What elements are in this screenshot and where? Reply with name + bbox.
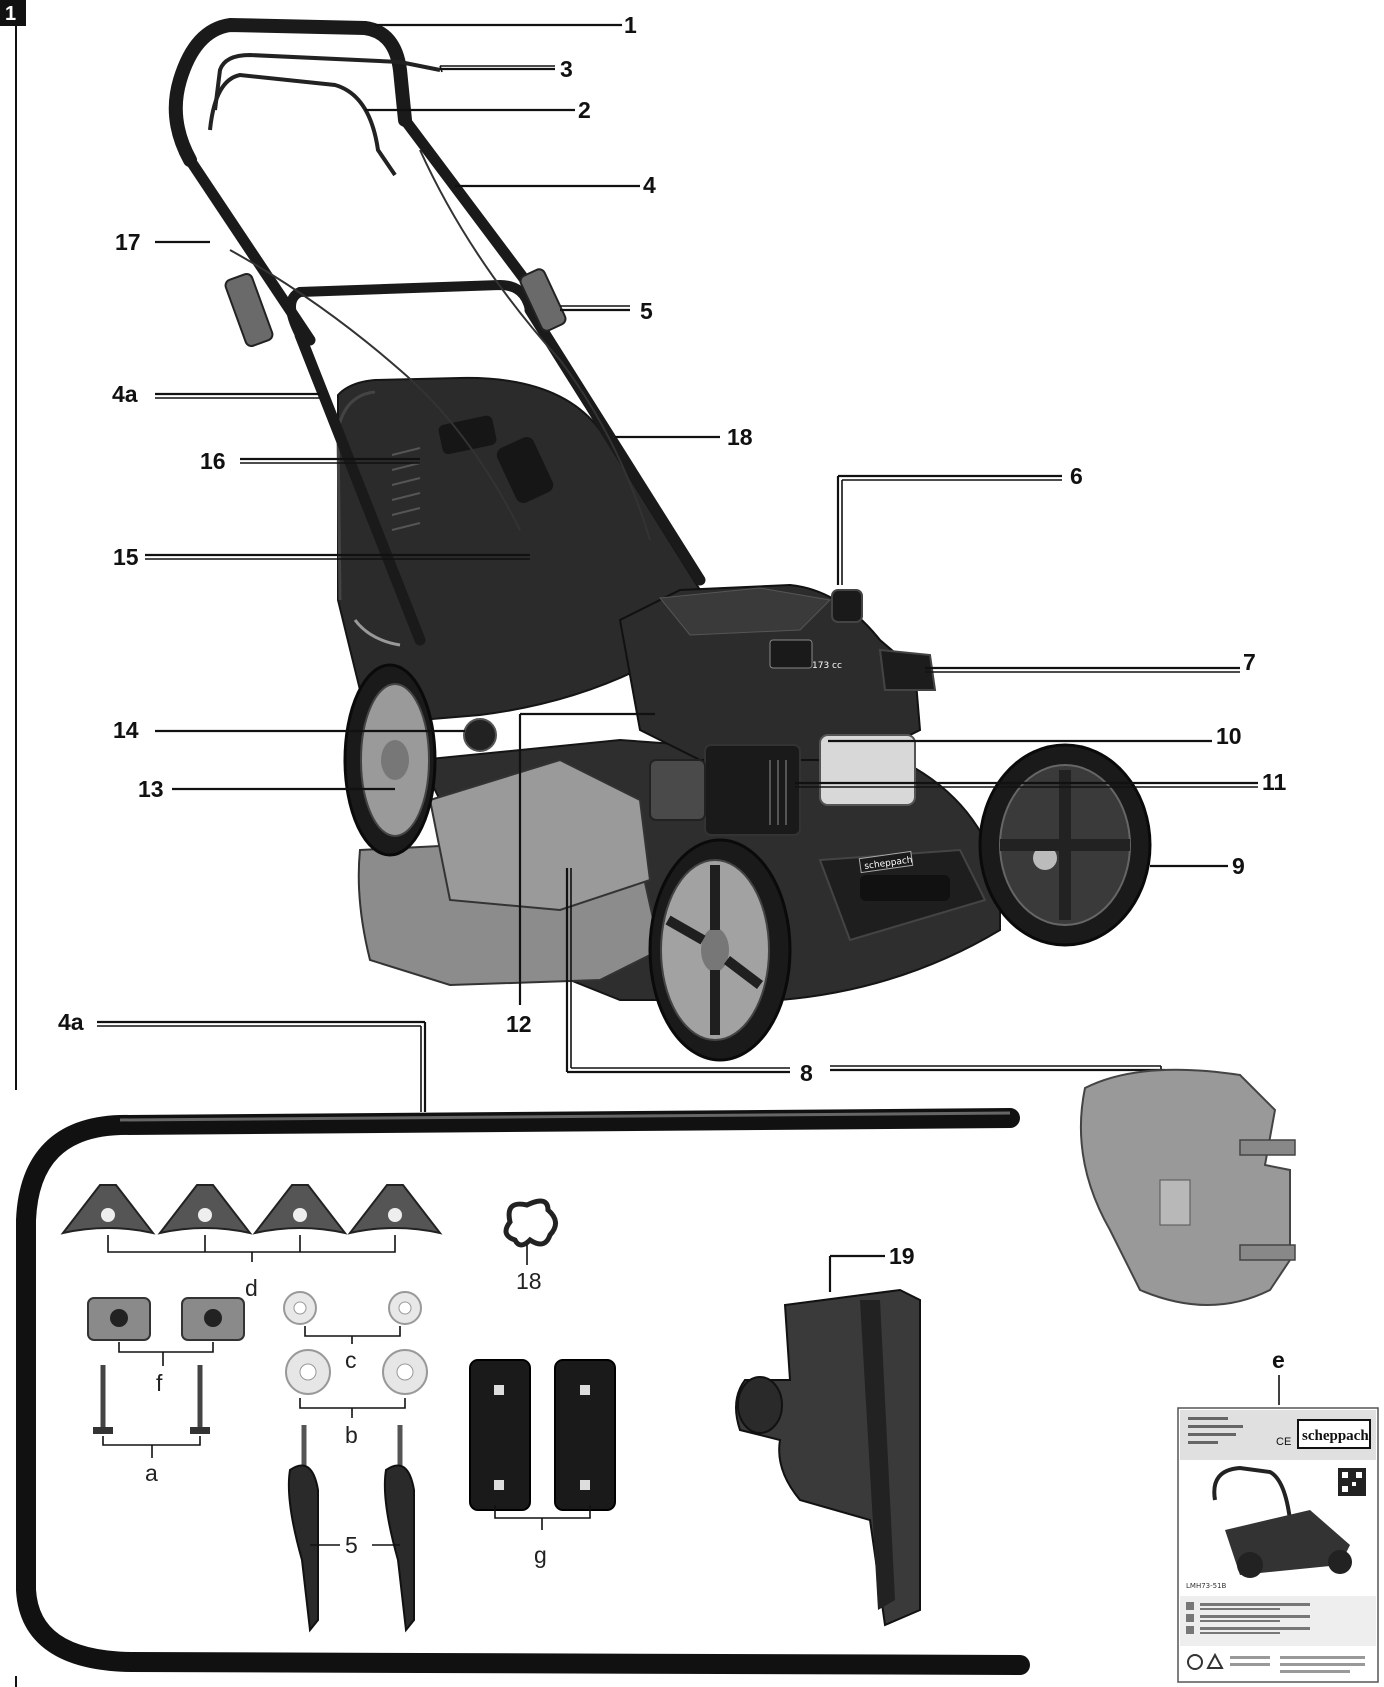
callout-18: 18 [727,424,753,450]
manual-model: LMH73-51B [1186,1582,1227,1590]
manual-brand: scheppach [1302,1428,1369,1444]
callout-6: 6 [1070,463,1083,489]
rear-wheel [343,663,437,857]
callout-15: 15 [113,544,139,570]
manual-brand-box [1297,1419,1371,1449]
clamp-plates-g [469,1359,616,1511]
figure-number-tab [0,0,26,26]
callout-12: 12 [506,1011,532,1037]
lower-handle-part [15,1108,1030,1675]
washers-b [285,1349,428,1395]
callout-4: 4 [643,172,656,198]
quick-release-levers-5 [287,1425,415,1633]
callout-4a-parts: 4a [58,1009,84,1035]
callout-11: 11 [1262,769,1287,795]
deck-brand-plate [858,850,914,874]
part-label-18: 18 [516,1268,542,1294]
mower-callouts: 1 3 2 4 17 5 4a 18 16 6 15 7 14 [112,12,1287,1135]
front-wheel-near [648,838,792,1062]
part-label-f: f [156,1370,163,1396]
figure-number: 1 [5,3,16,25]
manual-ce: CE [1276,1436,1291,1448]
engine-cc-badge: 173 cc [812,661,842,671]
callout-16: 16 [200,448,226,474]
callout-3: 3 [560,56,573,82]
callout-4a-top: 4a [112,381,138,407]
washers-c [283,1291,422,1325]
callout-13: 13 [138,776,164,802]
callout-1: 1 [624,12,637,38]
callout-9: 9 [1232,853,1245,879]
callout-17: 17 [115,229,141,255]
operating-manual-e: scheppach CE LMH73-51B [1177,1407,1379,1683]
part-label-e: e [1272,1347,1285,1373]
callout-7: 7 [1243,649,1256,675]
callout-5: 5 [640,298,653,324]
part-label-a: a [145,1460,158,1486]
cable-clip-18 [503,1198,558,1248]
callout-14: 14 [113,717,139,743]
part-label-c: c [345,1347,357,1373]
part-label-d: d [245,1275,258,1301]
lawn-mower-illustration: scheppach 173 cc [168,17,1152,1062]
part-label-g: g [534,1542,547,1568]
callout-19: 19 [889,1243,915,1269]
callout-10: 10 [1216,723,1242,749]
callout-2: 2 [578,97,591,123]
part-label-5: 5 [345,1532,358,1558]
oil-cap [831,589,863,623]
callout-8: 8 [800,1060,813,1086]
square-nuts-f [87,1297,245,1341]
star-knobs-d [60,1184,443,1235]
bolts-a [93,1365,210,1434]
mulching-plug-19 [735,1288,921,1627]
side-discharge-deflector-part [1079,1068,1296,1306]
front-wheel-far [978,743,1152,947]
part-label-b: b [345,1422,358,1448]
